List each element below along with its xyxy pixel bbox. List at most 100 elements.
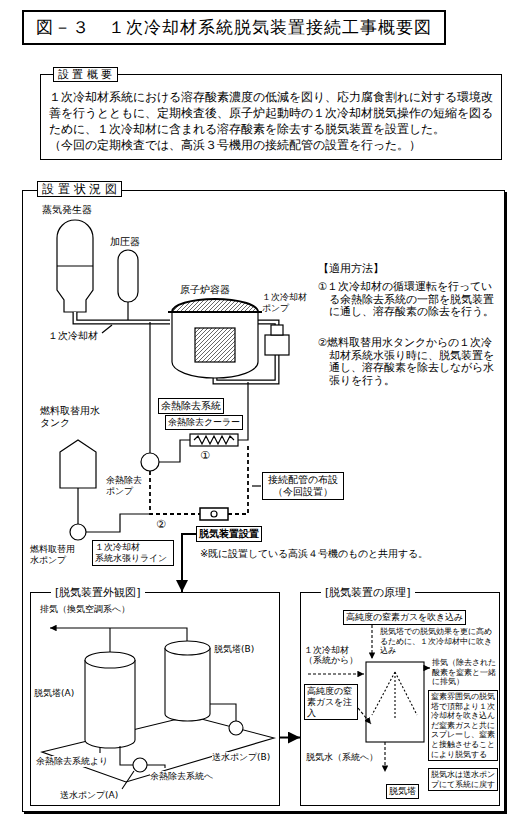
plant-sketch-part bbox=[168, 311, 262, 313]
nitrogen-box: 高純度の窒素ガスを吹き込み bbox=[343, 610, 466, 625]
node-text: 脱気水は送水ポンプにて系統に戻す bbox=[431, 770, 495, 789]
node-text: 高純度の窒素ガスを注入 bbox=[307, 686, 355, 718]
part-label: 脱気塔(B) bbox=[214, 644, 254, 655]
plant-sketch-part bbox=[57, 265, 93, 266]
plant-sketch-part bbox=[172, 299, 258, 312]
part-label: 排気（除去された酸素を窒素と一緒に排気） bbox=[432, 658, 496, 687]
plant-sketch-part bbox=[70, 524, 86, 540]
degasser-exterior-part bbox=[133, 758, 147, 772]
degasser-box: 脱気装置設置 bbox=[196, 526, 262, 542]
figure-title: 図－３ １次冷却材系統脱気装置接続工事概要図 bbox=[22, 10, 446, 45]
degasser-exterior-part bbox=[85, 652, 135, 668]
plant-sketch-part bbox=[118, 250, 138, 302]
cooler-box: 余熱除去クーラー bbox=[165, 415, 243, 430]
return-box: 脱気水は送水ポンプにて系統に戻す bbox=[428, 768, 498, 791]
part-label: 脱気水（系統へ） bbox=[306, 752, 378, 763]
node-text: １次冷却材 系統水張りライン bbox=[95, 542, 171, 564]
plant-sketch-part bbox=[86, 514, 150, 532]
plant-sketch-part bbox=[252, 485, 261, 486]
part-label: １次冷却材（系統から） bbox=[304, 645, 358, 665]
connector-arrow bbox=[280, 737, 300, 739]
plant-sketch-part bbox=[77, 488, 78, 524]
note-text: ①１次冷却材の循環運転を行っている余熱除去系統の一部を脱気装置に通し、溶存酸素の… bbox=[318, 280, 500, 318]
inject-box: 高純度の窒素ガスを注入 bbox=[304, 684, 358, 720]
degasser-exterior-part bbox=[165, 648, 210, 721]
plant-sketch-part bbox=[150, 446, 248, 514]
plant-sketch-part bbox=[57, 220, 93, 312]
part-label: 余熱除去系統へ bbox=[150, 771, 213, 782]
degasser-principle-part bbox=[384, 742, 385, 772]
degasser-exterior-part bbox=[85, 660, 135, 748]
panel-heading: [脱気装置の原理] bbox=[321, 586, 415, 599]
part-label: 原子炉容器 bbox=[180, 284, 230, 296]
degasser-exterior-part bbox=[109, 628, 110, 652]
plant-sketch-part bbox=[195, 328, 235, 362]
node-text: 脱気装置設置 bbox=[199, 528, 259, 540]
fill-line-box: １次冷却材 系統水張りライン bbox=[92, 540, 174, 566]
plant-sketch-part bbox=[190, 434, 238, 446]
part-label: 加圧器 bbox=[110, 236, 140, 248]
callout-number: ② bbox=[156, 518, 166, 531]
plant-sketch-part bbox=[60, 440, 96, 488]
panel-heading: [脱気装置外観図] bbox=[51, 586, 145, 599]
plant-sketch-part bbox=[149, 322, 150, 453]
plant-sketch-part bbox=[211, 511, 217, 517]
plant-sketch-part bbox=[271, 325, 283, 335]
plant-sketch-part bbox=[75, 312, 277, 382]
plant-sketch-part bbox=[159, 440, 190, 462]
part-label: 脱気塔(A) bbox=[34, 688, 74, 699]
node-text: （今回の定期検査では、高浜３号機用の接続配管の設置を行った。） bbox=[49, 137, 493, 153]
degasser-principle-part bbox=[358, 708, 371, 724]
part-label: 燃料取替用水ポンプ bbox=[30, 544, 80, 566]
part-label: 排気（換気空調系へ） bbox=[40, 604, 130, 615]
tower-box: 脱気塔 bbox=[386, 784, 419, 799]
plant-sketch-part bbox=[200, 508, 228, 520]
plant-sketch-part bbox=[127, 302, 128, 320]
part-label: 送水ポンプ(A) bbox=[60, 790, 118, 801]
degasser-exterior-part bbox=[122, 771, 134, 789]
node-text: 余熱除去系統 bbox=[161, 400, 221, 412]
part-label: １次冷却材ポンプ bbox=[262, 292, 310, 314]
part-label: １次冷却材 bbox=[48, 330, 98, 342]
degasser-principle-part bbox=[366, 662, 424, 742]
plant-sketch-part bbox=[75, 312, 277, 382]
degasser-exterior-part bbox=[120, 746, 133, 765]
part-label: 送水ポンプ(B) bbox=[212, 752, 270, 763]
plant-sketch-part bbox=[141, 453, 159, 471]
principle-panel: [脱気装置の原理]高純度の窒素ガスを吹き込み窒素雰囲気の脱気塔で頂部より１次冷却… bbox=[300, 592, 500, 806]
callout-number: ① bbox=[200, 449, 210, 462]
degasser-exterior-part bbox=[210, 704, 236, 721]
part-label: 燃料取替用水タンク bbox=[40, 405, 102, 429]
note-text: ②燃料取替用水タンクからの１次冷却材系統水張り時に、脱気装置を通し、溶存酸素を除… bbox=[318, 336, 500, 386]
plant-sketch-part bbox=[172, 312, 258, 378]
part-label: 余熱除去系統より bbox=[36, 756, 108, 767]
note-text: 脱気塔での脱気効果を更に高めるために、１次冷却材中に吹き込み bbox=[380, 627, 496, 656]
panel-heading: 設 置 状 況 図 bbox=[37, 181, 122, 197]
piping-box: 接続配管の布設 （今回設置） bbox=[262, 472, 344, 500]
plant-sketch-part bbox=[238, 382, 248, 440]
degasser-principle-part bbox=[372, 672, 417, 718]
node-text: 窒素雰囲気の脱気塔で頂部より１次冷却材を吹き込んだ窒素ガスと共にスプレーし、窒素… bbox=[431, 692, 495, 759]
degasser-exterior-part bbox=[99, 747, 100, 753]
degasser-principle-part bbox=[425, 667, 430, 668]
part-label: 蒸気発生器 bbox=[42, 204, 92, 216]
plant-sketch bbox=[57, 220, 289, 540]
summary-panel: 設 置 概 要１次冷却材系統における溶存酸素濃度の低減を図り、応力腐食割れに対す… bbox=[40, 74, 502, 160]
node-text: 余熱除去クーラー bbox=[168, 417, 240, 428]
spray-box: 窒素雰囲気の脱気塔で頂部より１次冷却材を吹き込んだ窒素ガスと共にスプレーし、窒素… bbox=[428, 690, 498, 761]
node-text: １次冷却材系統における溶存酸素濃度の低減を図り、応力腐食割れに対する環境改善を行… bbox=[49, 89, 493, 137]
node-text: 高純度の窒素ガスを吹き込み bbox=[346, 612, 463, 623]
degasser-principle-part bbox=[308, 673, 364, 674]
note-text: ※既に設置している高浜４号機のものと共用する。 bbox=[200, 548, 428, 560]
degasser-exterior-part bbox=[42, 716, 274, 782]
panel-heading: 設 置 概 要 bbox=[53, 67, 118, 82]
node-text: 接続配管の布設 （今回設置） bbox=[265, 474, 341, 498]
degasser-exterior-part bbox=[229, 721, 243, 735]
system-box: 余熱除去系統 bbox=[158, 398, 224, 414]
degasser-exterior-part bbox=[147, 765, 165, 768]
connector-arrow bbox=[182, 534, 196, 592]
degasser-exterior-part bbox=[165, 641, 210, 655]
note-heading: 【適用方法】 bbox=[318, 262, 384, 275]
